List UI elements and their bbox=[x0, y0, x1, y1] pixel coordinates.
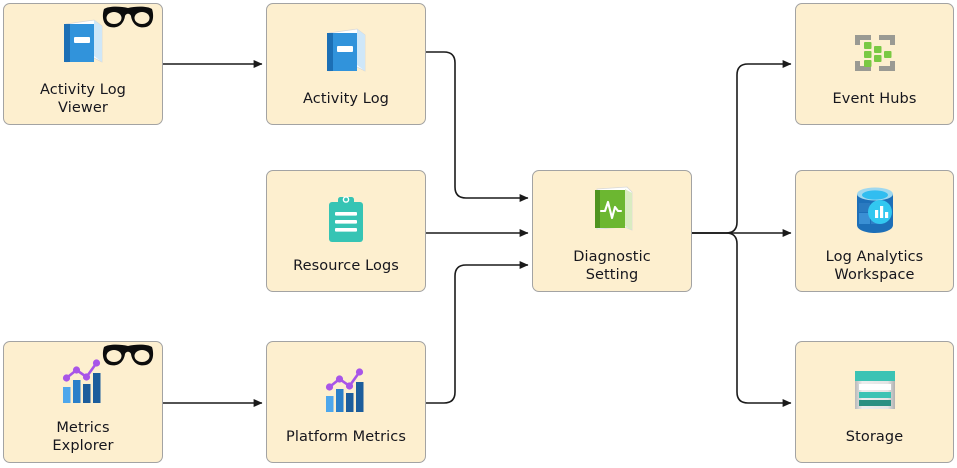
icon-container bbox=[4, 6, 162, 77]
node-storage[interactable]: Storage bbox=[795, 341, 954, 463]
node-diagnostic-setting[interactable]: Diagnostic Setting bbox=[532, 170, 692, 292]
icon-container bbox=[267, 187, 425, 253]
node-label: Metrics Explorer bbox=[48, 419, 117, 455]
node-label-line-1: Platform Metrics bbox=[286, 429, 406, 445]
clipboard-icon bbox=[329, 196, 363, 242]
node-resource-logs[interactable]: Resource Logs bbox=[266, 170, 426, 292]
node-label: Diagnostic Setting bbox=[569, 248, 655, 284]
node-activity-log[interactable]: Activity Log bbox=[266, 3, 426, 125]
event-hubs-icon bbox=[854, 35, 895, 71]
log-analytics-icon bbox=[856, 187, 893, 233]
node-label: Log Analytics Workspace bbox=[822, 248, 928, 284]
node-label: Storage bbox=[842, 428, 907, 446]
node-label-line-2: Setting bbox=[585, 267, 639, 283]
node-event-hubs[interactable]: Event Hubs bbox=[795, 3, 954, 125]
icon-container bbox=[796, 178, 953, 244]
glasses-icon bbox=[102, 6, 154, 28]
node-label-line-2: Viewer bbox=[58, 100, 108, 116]
node-label-line-1: Storage bbox=[845, 429, 904, 445]
icon-container bbox=[796, 358, 953, 424]
node-label: Resource Logs bbox=[289, 257, 403, 275]
edge-diagnostic-to-event-hubs bbox=[692, 60, 792, 234]
blue-book-icon bbox=[327, 28, 366, 72]
node-label-line-1: Log Analytics bbox=[825, 249, 924, 265]
icon-container bbox=[796, 20, 953, 86]
node-label-line-1: Resource Logs bbox=[293, 258, 399, 274]
node-platform-metrics[interactable]: Platform Metrics bbox=[266, 341, 426, 463]
icon-container bbox=[4, 344, 162, 415]
green-book-pulse-icon bbox=[595, 186, 633, 231]
blue-book-icon bbox=[64, 19, 103, 63]
metrics-chart-icon bbox=[325, 368, 364, 412]
node-label: Platform Metrics bbox=[282, 428, 410, 446]
edge-platform-metrics-to-diagnostic bbox=[426, 261, 529, 404]
node-label: Activity Log Viewer bbox=[36, 81, 130, 117]
node-label-line-1: Event Hubs bbox=[832, 91, 917, 107]
node-label-line-2: Workspace bbox=[834, 267, 915, 283]
node-label-line-1: Diagnostic bbox=[573, 249, 651, 265]
icon-container bbox=[533, 178, 691, 244]
metrics-chart-icon bbox=[62, 359, 101, 403]
node-label-line-1: Metrics bbox=[56, 420, 110, 436]
glasses-icon bbox=[102, 344, 154, 366]
storage-icon bbox=[854, 371, 895, 409]
node-label-line-1: Activity Log bbox=[40, 82, 126, 98]
node-label: Activity Log bbox=[299, 90, 393, 108]
node-label-line-1: Activity Log bbox=[303, 91, 389, 107]
icon-container bbox=[267, 358, 425, 424]
edge-activity-log-to-diagnostic bbox=[426, 51, 529, 202]
node-activity-log-viewer[interactable]: Activity Log Viewer bbox=[3, 3, 163, 125]
node-log-analytics-workspace[interactable]: Log Analytics Workspace bbox=[795, 170, 954, 292]
edge-diagnostic-to-storage bbox=[692, 232, 792, 407]
node-metrics-explorer[interactable]: Metrics Explorer bbox=[3, 341, 163, 463]
icon-container bbox=[267, 20, 425, 86]
node-label: Event Hubs bbox=[829, 90, 921, 108]
node-label-line-2: Explorer bbox=[52, 438, 114, 454]
